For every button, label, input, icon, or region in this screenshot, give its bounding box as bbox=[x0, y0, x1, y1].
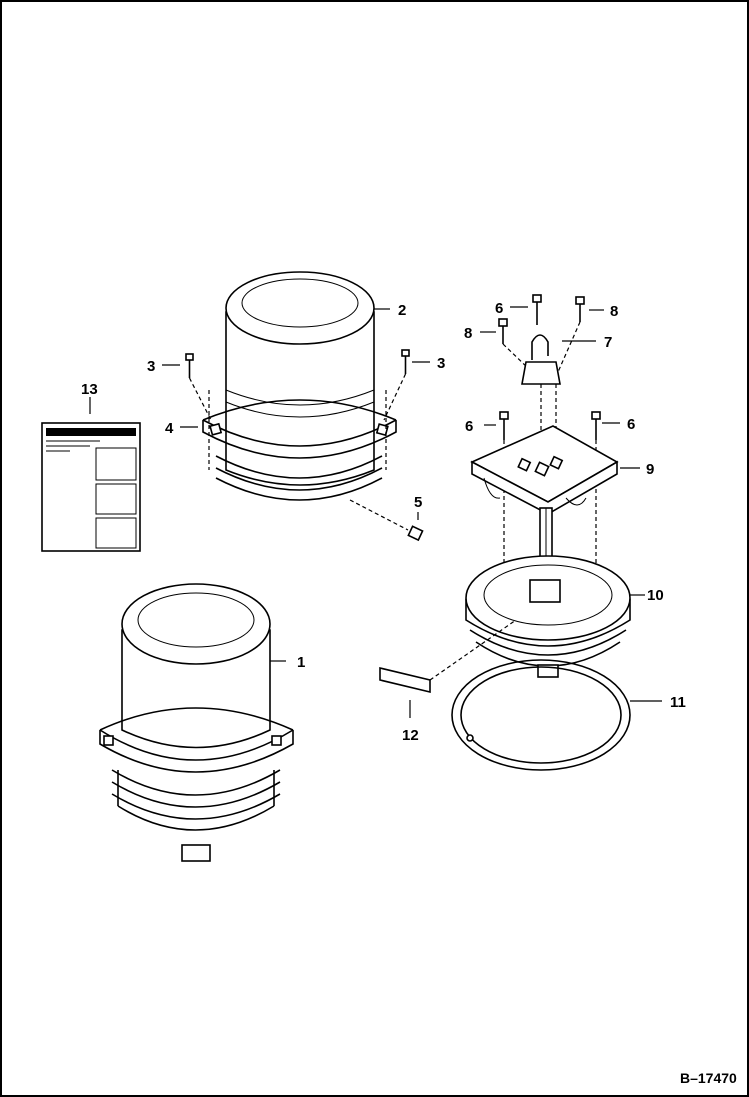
part-3-screw-left bbox=[185, 353, 212, 421]
callout-6-top: 6 bbox=[495, 300, 503, 317]
callout-6-middle-left: 6 bbox=[465, 418, 473, 435]
callout-8-left: 8 bbox=[464, 325, 472, 342]
callout-7: 7 bbox=[604, 334, 612, 351]
callout-9: 9 bbox=[646, 461, 654, 478]
callout-2: 2 bbox=[398, 302, 406, 319]
callout-3-right: 3 bbox=[437, 355, 445, 372]
part-3-screw-right bbox=[383, 349, 410, 421]
part-8-screw-top-right bbox=[557, 296, 585, 373]
part-7-lamp-clip bbox=[521, 334, 561, 465]
part-5-set-screw bbox=[349, 499, 424, 542]
callout-1: 1 bbox=[297, 654, 305, 671]
callout-11: 11 bbox=[670, 694, 686, 711]
part-10-base bbox=[465, 555, 631, 678]
leader-lines bbox=[162, 306, 662, 718]
part-2-lens-upper bbox=[225, 271, 375, 486]
part-9-mounting-plate bbox=[470, 425, 619, 569]
part-6-screw-top bbox=[532, 294, 542, 325]
callout-4: 4 bbox=[165, 420, 174, 437]
callout-5: 5 bbox=[414, 494, 422, 511]
part-4-mounting-ring-upper bbox=[202, 399, 397, 501]
figure-number: B–17470 bbox=[680, 1070, 737, 1086]
callout-12: 12 bbox=[402, 727, 419, 744]
callout-3-left: 3 bbox=[147, 358, 155, 375]
callout-8-right: 8 bbox=[610, 303, 618, 320]
callout-13: 13 bbox=[81, 381, 98, 398]
callout-6-middle-right: 6 bbox=[627, 416, 635, 433]
part-12-connector bbox=[379, 619, 517, 694]
callout-10: 10 bbox=[647, 587, 664, 604]
part-1-beacon-assembly bbox=[99, 583, 294, 862]
part-11-gasket bbox=[451, 659, 631, 771]
part-13-instruction-decal bbox=[41, 422, 141, 552]
